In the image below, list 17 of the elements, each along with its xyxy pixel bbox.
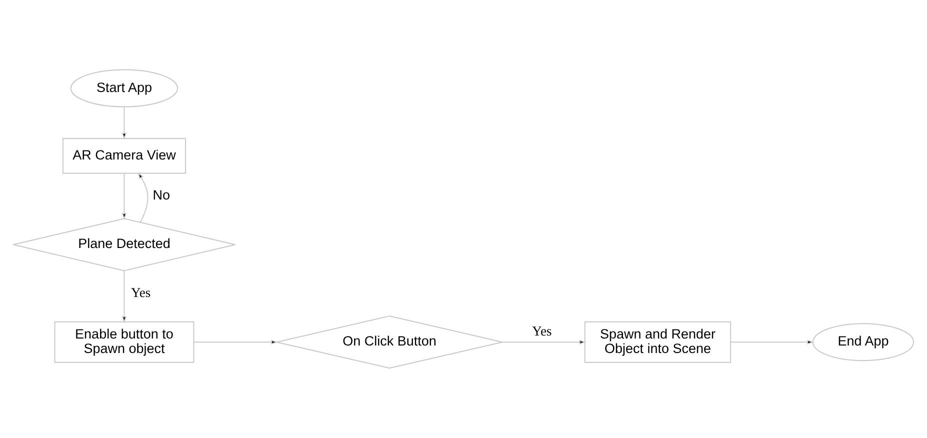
edge-label: Yes	[131, 284, 151, 300]
node-box: Enable button to Spawn object	[54, 321, 194, 363]
node-box: AR Camera View	[62, 138, 186, 174]
arrow	[730, 340, 814, 344]
arrow	[122, 270, 127, 324]
node-box: Spawn and Render Object into Scene	[584, 321, 732, 363]
arrow	[193, 340, 278, 344]
arrow	[502, 340, 586, 344]
node-diamond: On Click Button	[276, 316, 503, 369]
arrow	[122, 106, 127, 140]
arrow	[138, 172, 148, 223]
arrow	[122, 173, 127, 220]
edge-label: Yes	[532, 324, 552, 339]
node-ellipse: End App	[812, 323, 914, 362]
edge-label: No	[152, 188, 170, 202]
node-diamond: Plane Detected	[12, 218, 236, 272]
node-ellipse: Start App	[70, 69, 178, 108]
